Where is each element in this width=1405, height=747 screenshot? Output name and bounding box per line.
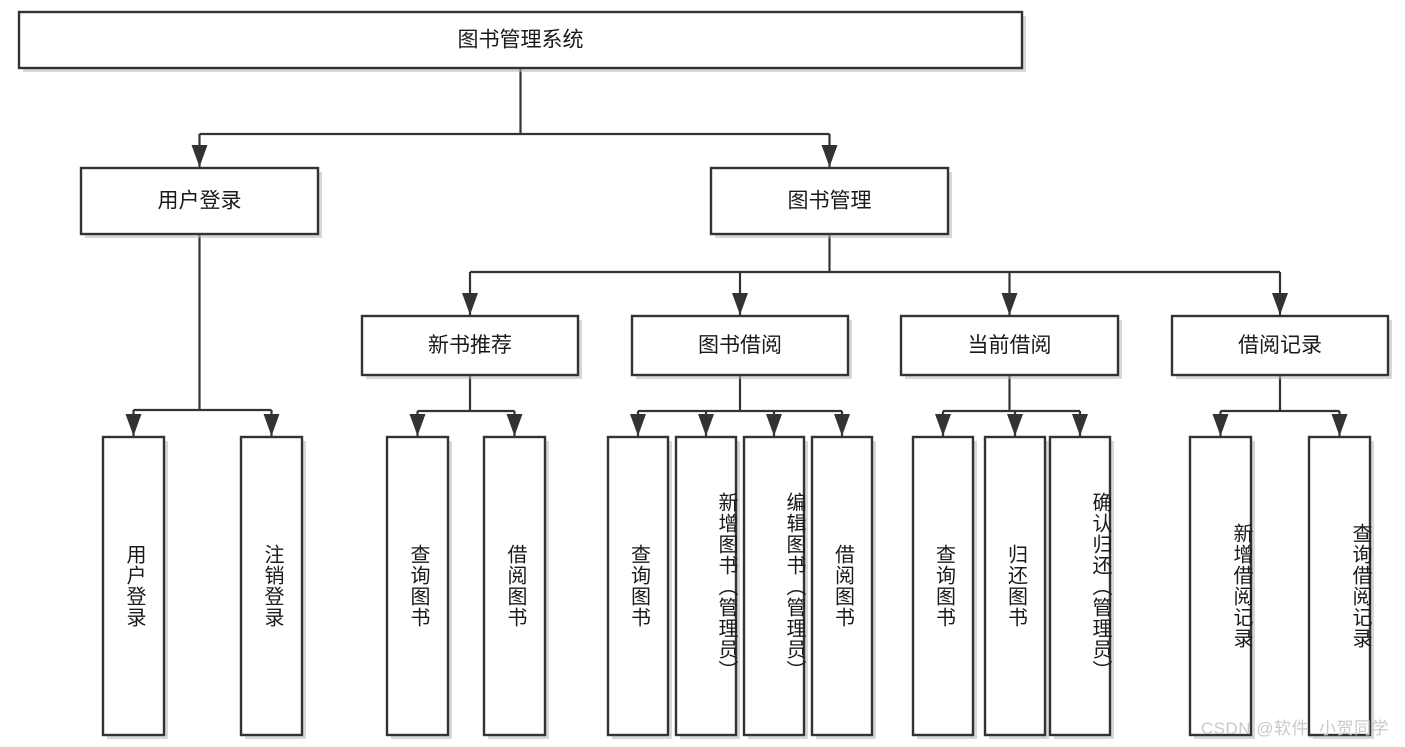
connector-arrow-icon <box>462 293 478 315</box>
connector-arrow-icon <box>766 414 782 436</box>
node-label-current-borrow: 当前借阅 <box>968 334 1052 357</box>
node-box-nb-borrow-book[interactable] <box>482 435 547 737</box>
connector-arrow-icon <box>1272 293 1288 315</box>
node-box-bb-borrow-book[interactable] <box>810 435 874 737</box>
node-label-root: 图书管理系统 <box>458 29 584 52</box>
node-box-root[interactable] <box>17 10 1024 70</box>
node-label-new-book-recommend: 新书推荐 <box>428 334 512 357</box>
connector-arrow-icon <box>821 145 838 167</box>
node-box-borrow-record[interactable] <box>1170 314 1390 377</box>
node-box-layer <box>17 10 1392 739</box>
connector-arrow-icon <box>1331 414 1348 436</box>
node-box-cb-return-book[interactable] <box>983 435 1047 737</box>
node-label-user-login: 用户登录 <box>158 190 242 213</box>
connector-arrow-icon <box>1007 414 1023 436</box>
node-box-cb-query-book[interactable] <box>911 435 975 737</box>
connector-arrow-icon <box>1212 414 1229 436</box>
node-box-book-borrow[interactable] <box>630 314 850 377</box>
node-box-user-login-leaf[interactable] <box>101 435 166 737</box>
connector-arrow-icon <box>125 414 142 436</box>
watermark-text: CSDN @软件_小贺同学 <box>1200 719 1389 738</box>
connector-arrow-icon <box>698 414 714 436</box>
node-box-bb-query-book[interactable] <box>606 435 670 737</box>
connector-arrow-icon <box>1001 293 1018 315</box>
connector-arrow-icon <box>191 145 208 167</box>
node-box-nb-query-book[interactable] <box>385 435 450 737</box>
connector-arrow-icon <box>834 414 850 436</box>
connector-arrow-icon <box>1072 414 1088 436</box>
node-box-book-management[interactable] <box>709 166 950 236</box>
node-label-book-borrow: 图书借阅 <box>698 334 782 357</box>
connector-arrow-icon <box>263 414 280 436</box>
connector-layer <box>125 68 1348 436</box>
node-box-user-logout-leaf[interactable] <box>239 435 304 737</box>
connector-arrow-icon <box>506 414 523 436</box>
connector-arrow-icon <box>409 414 426 436</box>
node-box-current-borrow[interactable] <box>899 314 1120 377</box>
node-label-book-management: 图书管理 <box>788 190 872 213</box>
connector-arrow-icon <box>935 414 951 436</box>
node-box-cb-confirm-return[interactable] <box>1048 435 1112 737</box>
node-box-user-login[interactable] <box>79 166 320 236</box>
node-box-bb-add-book[interactable] <box>674 435 738 737</box>
node-box-new-book-recommend[interactable] <box>360 314 580 377</box>
node-box-br-add-record[interactable] <box>1188 435 1253 737</box>
connector-arrow-icon <box>732 293 748 315</box>
node-box-br-query-record[interactable] <box>1307 435 1372 737</box>
node-box-bb-edit-book[interactable] <box>742 435 806 737</box>
connector-arrow-icon <box>630 414 646 436</box>
node-label-borrow-record: 借阅记录 <box>1238 334 1322 357</box>
